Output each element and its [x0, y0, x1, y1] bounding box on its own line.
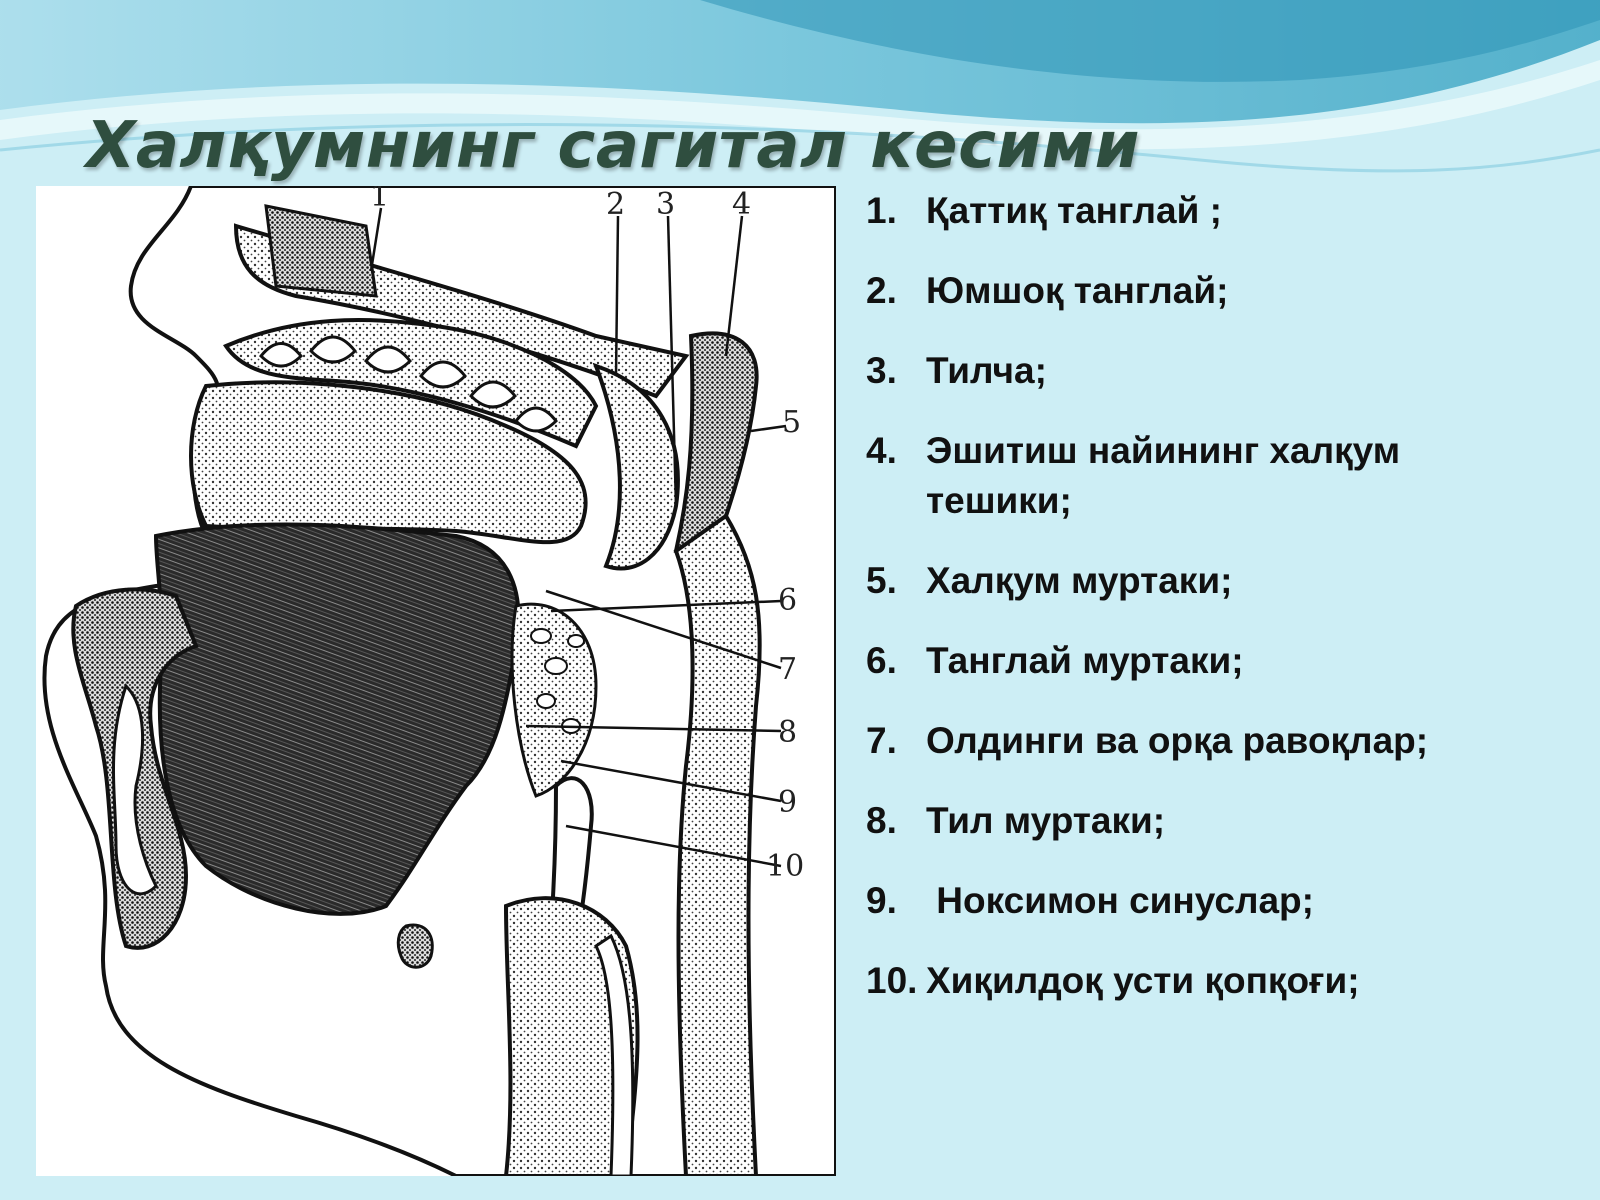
callout-3: 3: [656, 187, 675, 222]
callout-4: 4: [732, 187, 751, 222]
legend-item-9: 9. Ноксимон синуслар;: [866, 876, 1314, 926]
page-title: Халқумнинг сагитал кесими: [86, 109, 1140, 183]
legend-number: 6.: [866, 640, 897, 681]
callout-5: 5: [782, 405, 801, 440]
legend-number: 1.: [866, 190, 897, 231]
legend-item-5: 5. Халқум муртаки;: [866, 556, 1232, 606]
legend-text: Тилча;: [926, 350, 1047, 391]
legend-item-2: 2. Юмшоқ танглай;: [866, 266, 1228, 316]
legend-text: Хиқилдоқ усти қопқоғи;: [926, 960, 1360, 1001]
legend-item-10: 10. Хиқилдоқ усти қопқоғи;: [866, 956, 1360, 1006]
legend-number: 8.: [866, 800, 897, 841]
legend-number: 10.: [866, 960, 918, 1001]
callout-2: 2: [606, 187, 625, 222]
legend-number: 3.: [866, 350, 897, 391]
legend-text: Тил муртаки;: [926, 800, 1166, 841]
legend-text: Эшитиш найининг халқум: [926, 430, 1401, 471]
callout-8: 8: [778, 715, 797, 750]
legend-item-8: 8. Тил муртаки;: [866, 796, 1165, 846]
legend-text: Танглай муртаки;: [926, 640, 1244, 681]
sagittal-section-illustration: 1 2 3 4 5 6 7 8 9 10: [36, 186, 836, 1176]
legend-number: 7.: [866, 720, 897, 761]
callout-1: 1: [370, 186, 389, 214]
legend-text-continued: тешики;: [926, 480, 1072, 521]
legend-text: Ноксимон синуслар;: [926, 880, 1314, 921]
legend-text: Халқум муртаки;: [926, 560, 1233, 601]
pharynx-drawing: 1 2 3 4 5 6 7 8 9 10: [42, 186, 836, 1176]
legend-text: Олдинги ва орқа равоқлар;: [926, 720, 1429, 761]
callout-10: 10: [766, 849, 804, 884]
legend-item-4: 4. Эшитиш найининг халқум тешики;: [866, 426, 1400, 526]
legend-number: 4.: [866, 430, 897, 471]
legend-text: Қаттиқ танглай ;: [926, 190, 1222, 231]
callout-7: 7: [778, 652, 797, 687]
legend-number: 5.: [866, 560, 897, 601]
callout-6: 6: [778, 583, 797, 618]
legend-item-7: 7. Олдинги ва орқа равоқлар;: [866, 716, 1428, 766]
legend-item-1: 1. Қаттиқ танглай ;: [866, 186, 1222, 236]
legend-number: 2.: [866, 270, 897, 311]
legend-text: Юмшоқ танглай;: [926, 270, 1229, 311]
legend-number: 9.: [866, 880, 897, 921]
callout-9: 9: [778, 785, 797, 820]
legend-item-6: 6. Танглай муртаки;: [866, 636, 1244, 686]
legend-item-3: 3. Тилча;: [866, 346, 1047, 396]
